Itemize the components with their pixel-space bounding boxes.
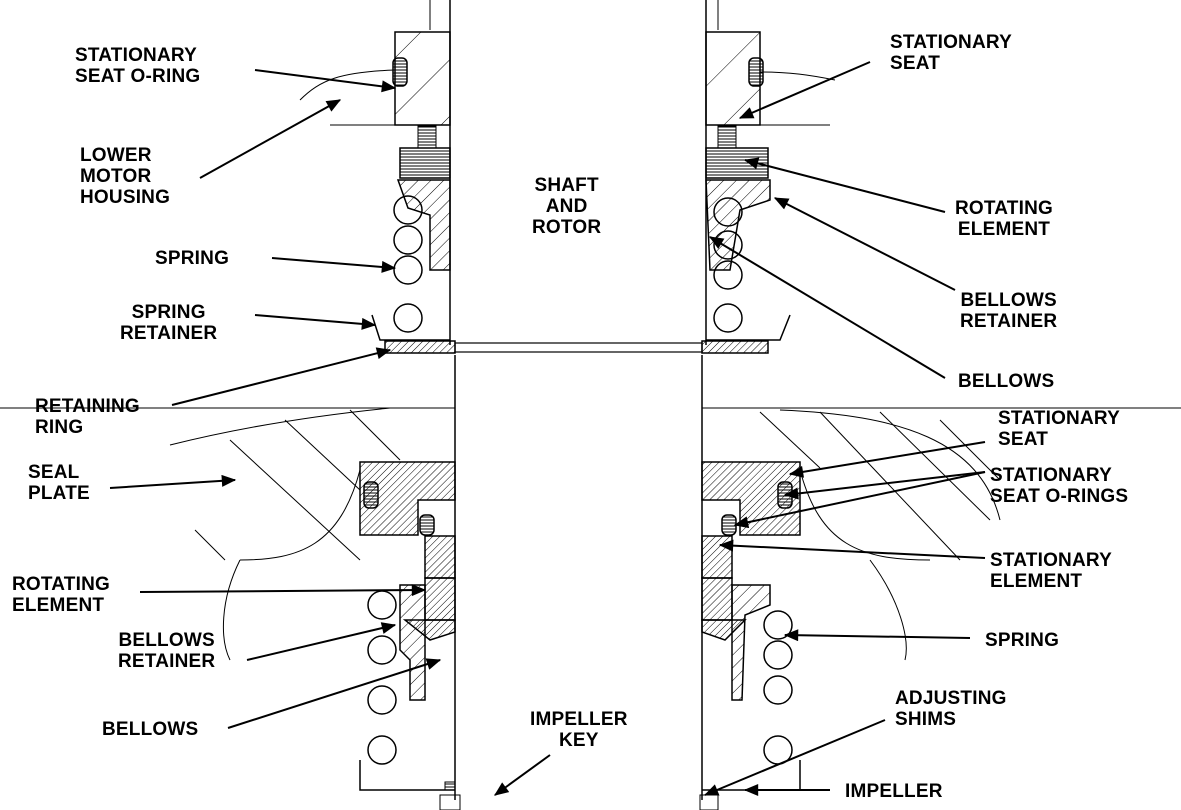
label-rotating-element-bottom: ROTATING ELEMENT — [12, 574, 110, 616]
label-bellows-top: BELLOWS — [958, 371, 1055, 392]
label-impeller: IMPELLER — [845, 781, 943, 802]
label-stationary-seat-bottom: STATIONARY SEAT — [998, 408, 1120, 450]
label-seal-plate: SEAL PLATE — [28, 462, 90, 504]
leader-lines — [109, 61, 986, 796]
label-stationary-seat-oring-top: STATIONARY SEAT O-RING — [75, 45, 201, 87]
label-impeller-key: IMPELLER KEY — [530, 709, 628, 751]
label-stationary-seat-top: STATIONARY SEAT — [890, 32, 1012, 74]
label-bellows-retainer-top: BELLOWS RETAINER — [960, 290, 1058, 332]
label-retaining-ring: RETAINING RING — [35, 396, 140, 438]
label-spring-top: SPRING — [155, 248, 230, 269]
label-rotating-element-top: ROTATING ELEMENT — [955, 198, 1053, 240]
label-spring-bottom: SPRING — [985, 630, 1060, 651]
shaft — [429, 0, 719, 800]
label-bellows-bottom: BELLOWS — [102, 719, 199, 740]
label-stationary-seat-orings: STATIONARY SEAT O-RINGS — [990, 465, 1129, 507]
label-bellows-retainer-bottom: BELLOWS RETAINER — [118, 630, 216, 672]
label-adjusting-shims: ADJUSTING SHIMS — [895, 688, 1007, 730]
upper-seal — [299, 31, 836, 354]
label-shaft-and-rotor: SHAFT AND ROTOR — [532, 175, 602, 238]
label-spring-retainer: SPRING RETAINER — [120, 302, 218, 344]
label-lower-motor-housing: LOWER MOTOR HOUSING — [80, 145, 171, 208]
label-stationary-element: STATIONARY ELEMENT — [990, 550, 1112, 592]
